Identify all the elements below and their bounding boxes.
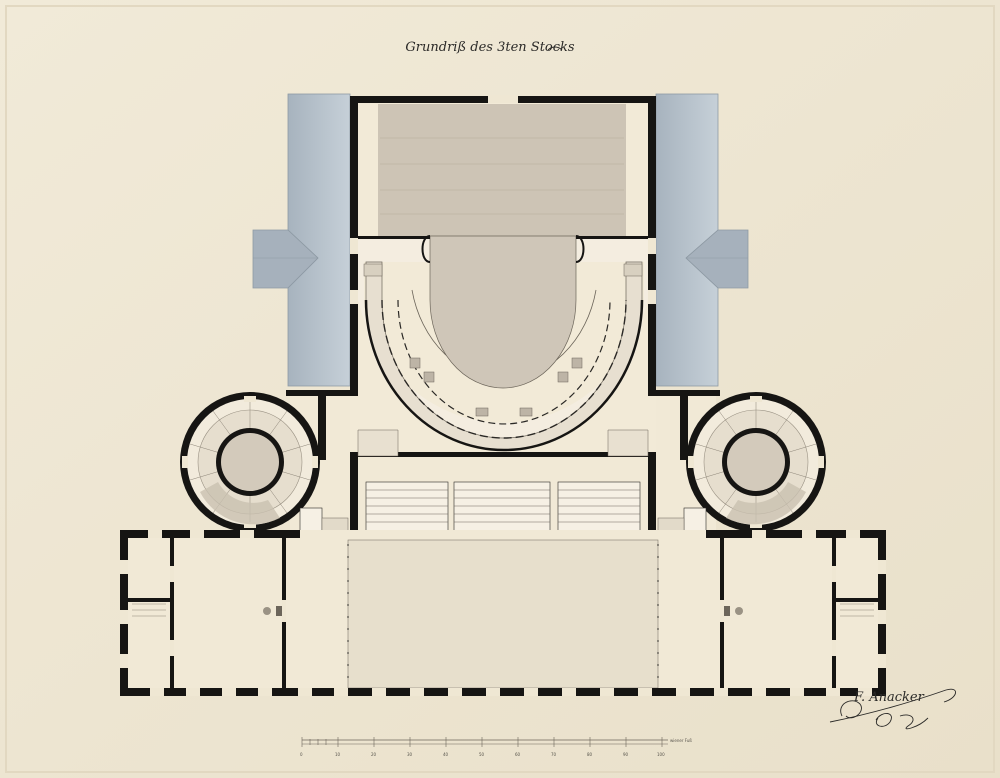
- signature-text: F. Anacker: [854, 690, 924, 705]
- scale-tick-label: 80: [587, 752, 593, 757]
- scale-tick-label: 0: [300, 752, 303, 757]
- scale-tick-label: 10: [335, 752, 341, 757]
- scale-tick-label: 70: [551, 752, 557, 757]
- drawing-title: Grundriß des 3ten Stocks: [405, 40, 575, 55]
- scale-tick-label: 20: [371, 752, 377, 757]
- title-flourish: [547, 46, 563, 51]
- foyer-stair-block: [350, 429, 656, 540]
- scale-tick-label: 100: [657, 752, 665, 757]
- scale-tick-label: 60: [515, 752, 521, 757]
- right-spiral-staircase: [656, 390, 826, 540]
- scale-tick-label: 90: [623, 752, 629, 757]
- scale-tick-label: 40: [443, 752, 449, 757]
- scale-unit-label: wiener Fuß: [670, 738, 692, 743]
- scale-bar: [301, 737, 668, 747]
- signature-flourish: [829, 688, 956, 730]
- scale-tick-label: 30: [407, 752, 413, 757]
- signature: F. Anacker: [820, 688, 970, 738]
- paper-edge: [5, 5, 995, 773]
- left-spiral-staircase: [180, 390, 350, 540]
- left-roof-wing: [252, 93, 351, 387]
- auditorium-tiers: [358, 235, 648, 452]
- scale-tick-label: 50: [479, 752, 485, 757]
- front-wing: [120, 530, 886, 696]
